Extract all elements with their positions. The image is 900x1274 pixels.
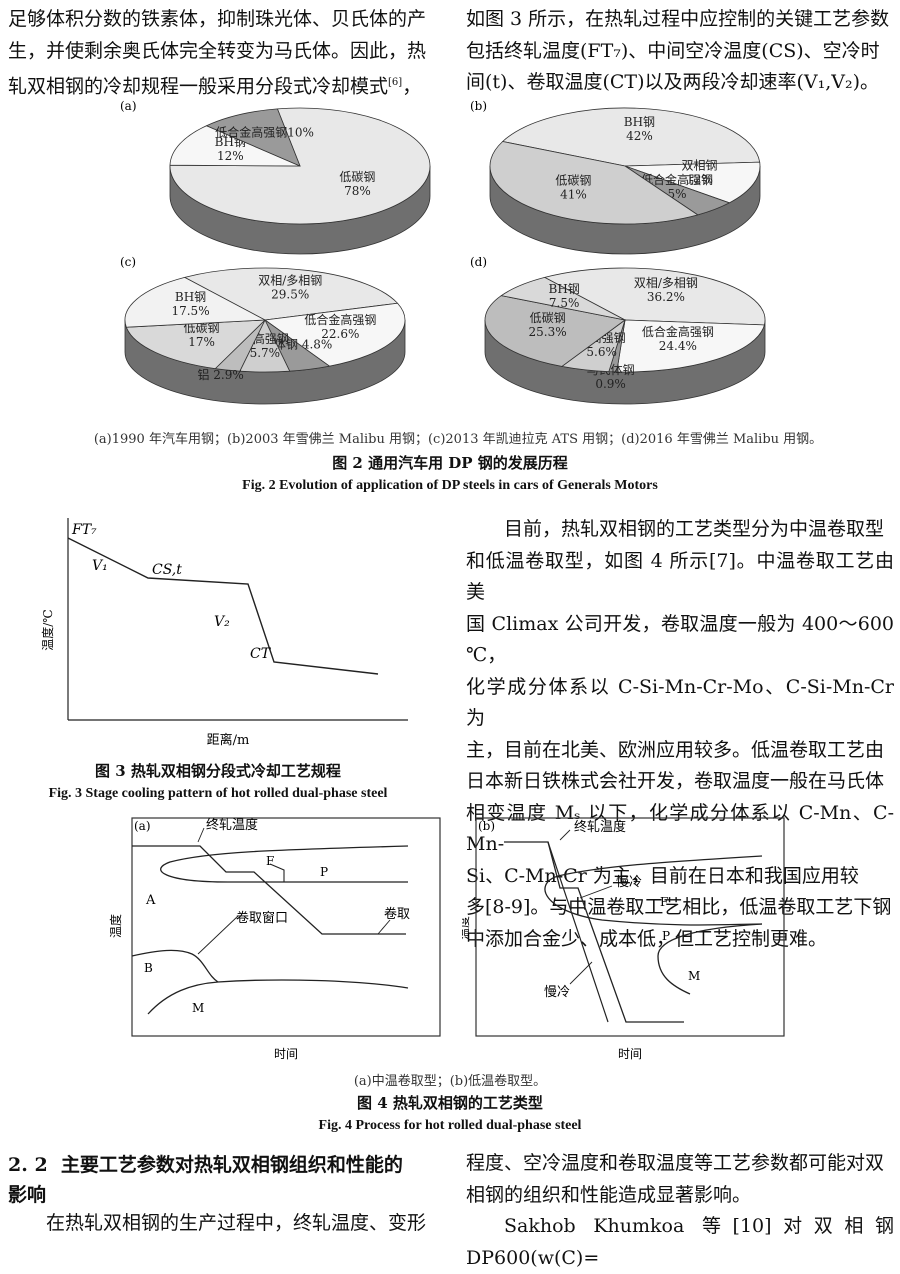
- section-left-paragraph: 在热轧双相钢的生产过程中，终轧温度、变形: [8, 1208, 436, 1240]
- figure-4a-diagram: (a) 终轧温度 F P A 卷取窗口 卷取 B M 温度 时间: [108, 817, 441, 1061]
- pie-slice-1-1: [624, 161, 761, 204]
- figure-3-caption-zh: 图 3 热轧双相钢分段式冷却工艺规程: [95, 762, 341, 780]
- text-line: 中添加合金少、成本低，但工艺控制更难。: [466, 927, 828, 950]
- top-right-paragraph: 如图 3 所示，在热轧过程中应控制的关键工艺参数 包括终轧温度(FT₇)、中间空…: [466, 4, 894, 99]
- text-line: 化学成分体系以 C-Si-Mn-Cr-Mo、C-Si-Mn-Cr 为: [466, 675, 894, 730]
- label-cooling: 慢冷: [544, 984, 570, 1000]
- text-line: 生，并使剩余奥氏体完全转变为马氏体。因此，热: [8, 39, 427, 62]
- section-heading: 2. 2 主要工艺参数对热轧双相钢组织和性能的 影响: [8, 1150, 438, 1210]
- pie-slice-0-2: [205, 108, 301, 167]
- label-P: P: [662, 929, 670, 943]
- y-axis-label: 温度/℃: [40, 609, 55, 650]
- figure-2-caption-en: Fig. 2 Evolution of application of DP st…: [242, 478, 658, 493]
- label-slow-cool: 慢冷: [616, 874, 642, 890]
- x-axis-label: 距离/m: [207, 732, 250, 748]
- label-F: F: [266, 854, 274, 868]
- label-P: P: [320, 865, 328, 879]
- label-cs-t: CS,t: [152, 562, 182, 578]
- text-line: 间(t)、卷取温度(CT)以及两段冷却速率(V₁,V₂)。: [466, 71, 880, 93]
- panel-tag-b: (b): [470, 99, 487, 113]
- pie-slice-2-5: [125, 319, 267, 370]
- text-line: 和低温卷取型，如图 4 所示[7]。中温卷取工艺由美: [466, 549, 894, 604]
- figure-4-caption-zh: 图 4 热轧双相钢的工艺类型: [357, 1094, 543, 1112]
- cooling-curve: [67, 537, 379, 675]
- pie-slice-3-0: [543, 267, 766, 326]
- pie-slice-0-1: [169, 125, 301, 167]
- figure-4-caption-en: Fig. 4 Process for hot rolled dual-phase…: [318, 1118, 582, 1133]
- plot-frame: [475, 817, 785, 1037]
- label-coiling: 卷取: [384, 906, 410, 922]
- pie-label-0-2: 低合金高强钢10%: [215, 124, 314, 139]
- figure-3-caption-en: Fig. 3 Stage cooling pattern of hot roll…: [48, 786, 388, 801]
- figure-3-cooling-diagram: FT₇ V₁ CS,t V₂ CT 温度/℃ 距离/m: [40, 518, 408, 748]
- figure-4b-diagram: (b) 终轧温度 慢冷 F P M 慢冷 温度 时间: [462, 817, 785, 1061]
- x-axis-label: 时间: [618, 1047, 642, 1061]
- label-A: A: [145, 893, 156, 908]
- panel-tag-a: (a): [120, 99, 137, 113]
- pie-slice-1-3: [489, 141, 699, 225]
- text-line: 轧双相钢的冷却规程一般采用分段式冷却模式[6]，: [8, 75, 422, 98]
- label-finish-temp: 终轧温度: [574, 819, 626, 835]
- text-line: Si、C-Mn-Cr 为主，目前在日本和我国应用较: [466, 864, 859, 887]
- panel-tag-c: (c): [120, 255, 136, 269]
- label-M: M: [192, 1001, 204, 1015]
- section-number: 2. 2: [8, 1154, 48, 1176]
- label-ft7: FT₇: [71, 522, 97, 538]
- x-axis-label: 时间: [274, 1047, 298, 1061]
- pie-slice-3-1: [616, 319, 765, 373]
- text-line: 主，目前在北美、欧洲应用较多。低温卷取工艺由: [466, 738, 885, 761]
- section-title-line2: 影响: [8, 1184, 47, 1206]
- text-line: 目前，热轧双相钢的工艺类型分为中温卷取型: [504, 518, 885, 540]
- citation: [6]: [388, 77, 403, 88]
- pie-slice-2-0: [183, 267, 399, 321]
- plot-frame: [131, 817, 441, 1037]
- text-line: 相钢的组织和性能造成显著影响。: [466, 1183, 752, 1206]
- text-line: 在热轧双相钢的生产过程中，终轧温度、变形: [46, 1212, 427, 1234]
- label-finish-temp: 终轧温度: [206, 817, 258, 833]
- pie-label-2-4: 铝 2.9%: [197, 367, 243, 382]
- pie-slice-2-1: [263, 302, 406, 367]
- figure-2-caption-zh: 图 2 通用汽车用 DP 钢的发展历程: [332, 454, 568, 472]
- panel-tag-d: (d): [470, 255, 487, 269]
- text-line: 如图 3 所示，在热轧过程中应控制的关键工艺参数: [466, 8, 890, 30]
- pie-slice-3-5: [500, 276, 626, 321]
- figure-4-subcaption: (a)中温卷取型；(b)低温卷取型。: [353, 1074, 547, 1089]
- panel-tag: (a): [134, 819, 151, 833]
- section-right-paragraph: 程度、空冷温度和卷取温度等工艺参数都可能对双 相钢的组织和性能造成显著影响。 S…: [466, 1148, 894, 1274]
- text-line: Sakhob Khumkoa 等[10]对双相钢 DP600(w(C)=: [466, 1215, 894, 1269]
- section-title-line1: 主要工艺参数对热轧双相钢组织和性能的: [60, 1154, 403, 1176]
- label-v1: V₁: [92, 558, 108, 574]
- text-line: 足够体积分数的铁素体，抑制珠光体、贝氏体的产: [8, 8, 427, 30]
- text-line: 国 Climax 公司开发，卷取温度一般为 400～600 ℃，: [466, 612, 894, 667]
- label-ct: CT: [250, 646, 272, 662]
- y-axis-label: 温度: [462, 916, 471, 940]
- label-M: M: [688, 969, 700, 983]
- text-line: 程度、空冷温度和卷取温度等工艺参数都可能对双: [466, 1152, 885, 1174]
- top-left-paragraph: 足够体积分数的铁素体，抑制珠光体、贝氏体的产 生，并使剩余奥氏体完全转变为马氏体…: [8, 4, 436, 103]
- text-line: 包括终轧温度(FT₇)、中间空冷温度(CS)、空冷时: [466, 39, 880, 62]
- label-coiling-window: 卷取窗口: [236, 910, 288, 926]
- y-axis-label: 温度: [108, 914, 123, 938]
- figure-2-subcaption: (a)1990 年汽车用钢；(b)2003 年雪佛兰 Malibu 用钢；(c)…: [93, 432, 823, 447]
- label-F: F: [660, 895, 668, 909]
- text-line: 日本新日铁株式会社开发，卷取温度一般在马氏体: [466, 770, 885, 792]
- pie-slice-1-0: [501, 107, 761, 167]
- panel-tag: (b): [478, 819, 495, 833]
- label-B: B: [144, 961, 153, 975]
- pie-slice-2-6: [124, 276, 267, 328]
- label-v2: V₂: [214, 614, 230, 630]
